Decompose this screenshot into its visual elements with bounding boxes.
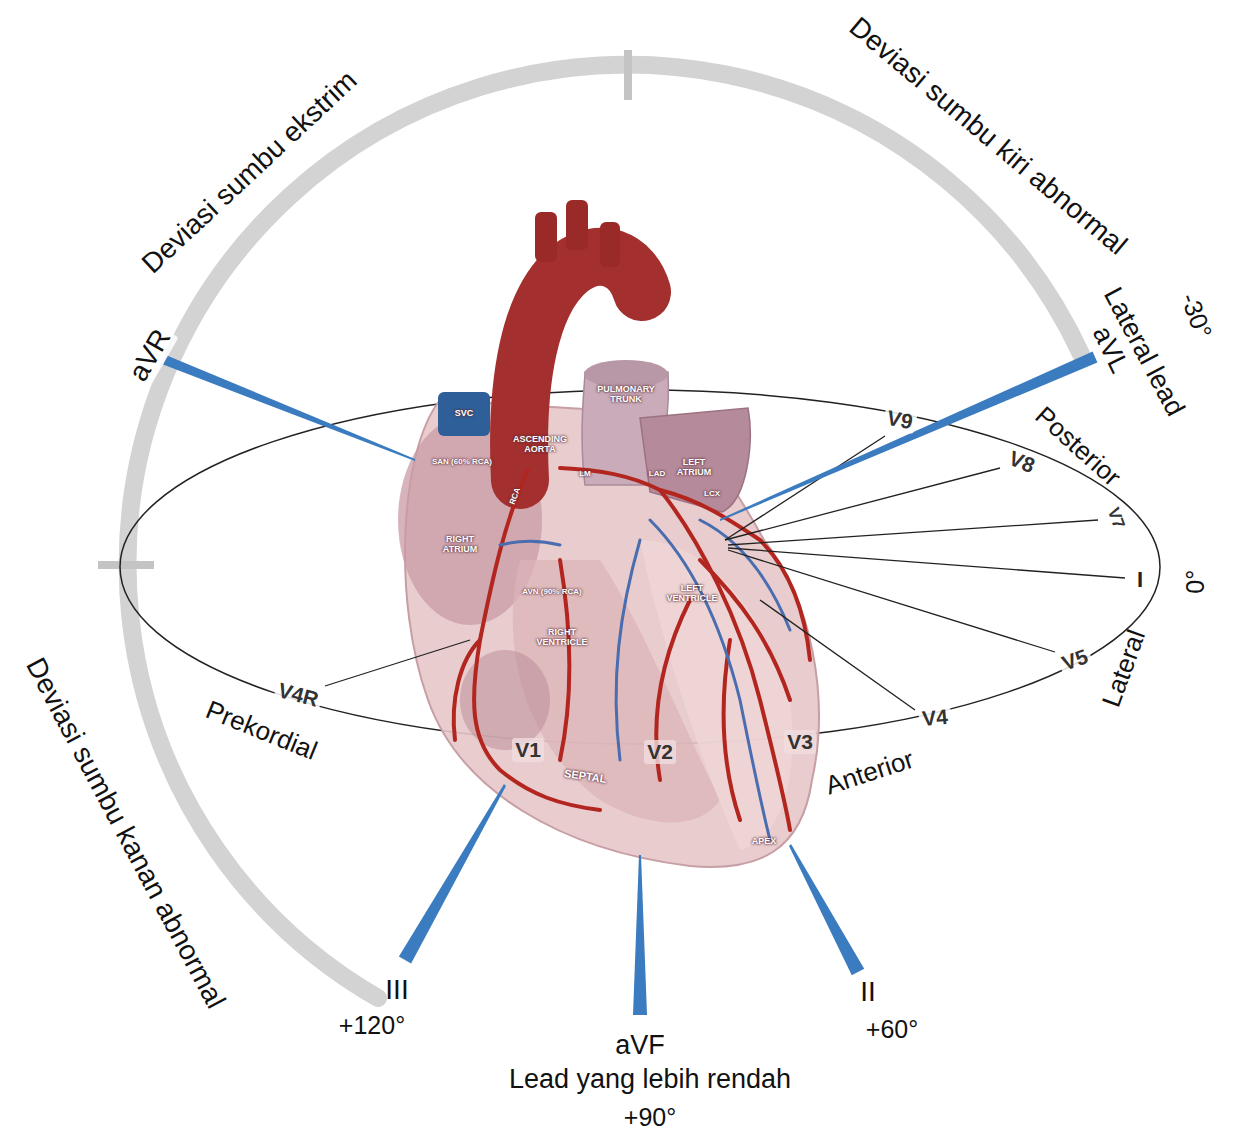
lead-label: +90° [624,1104,676,1132]
lead-label: V9 [882,405,918,434]
lead-label: +60° [866,1016,918,1044]
lead-label: V2 [644,740,676,763]
lead-label: V4 [918,705,952,731]
lead-label: V5 [1056,644,1094,677]
lead-label: aVF [615,1031,665,1061]
anatomy-label: PULMONARY TRUNK [586,385,666,405]
anatomy-label: ASCENDING AORTA [504,435,576,455]
lead-label: V7 [1102,502,1129,534]
lead-label: -30° [1175,290,1217,343]
anatomy-label: LEFT ATRIUM [669,458,719,478]
anatomy-label: AVN (90% RCA) [522,588,582,597]
lead-label: V3 [784,730,816,753]
anatomy-label: LAD [649,470,665,479]
lead-label: V4R [272,678,323,712]
anatomy-label: SVC [455,409,474,419]
anatomy-label: SAN (60% RCA) [432,458,492,467]
lead-label: Lead yang lebih rendah [509,1065,791,1095]
lead-label: +120° [339,1012,405,1040]
lead-label: Anterior [819,743,920,800]
anatomy-label: RIGHT VENTRICLE [530,628,595,648]
anatomy-label: LM [579,470,591,479]
lead-label: II [860,977,876,1008]
lead-label: 0° [1182,570,1210,594]
anatomy-label: LEFT VENTRICLE [660,584,725,604]
lead-label: Lateral [1097,626,1151,710]
lead-label: V8 [1003,445,1041,478]
anatomy-label: LCX [704,490,720,499]
lead-label: III [385,975,408,1006]
anatomy-label: RIGHT ATRIUM [433,535,488,555]
lead-label: V1 [512,738,544,761]
lead-label: I [1134,568,1146,592]
lead-label: Posterior [1030,401,1126,492]
anatomy-label: APEX [752,837,777,847]
